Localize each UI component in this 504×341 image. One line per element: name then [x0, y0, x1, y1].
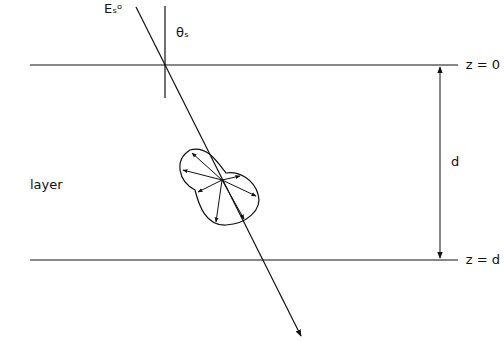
depth-label: z = 0 — [466, 58, 500, 72]
layer-name: layer — [30, 178, 63, 192]
wave-symbol: Eₛᵒ — [104, 2, 122, 16]
normal-line — [164, 6, 165, 98]
angle-symbol: θₛ — [176, 26, 189, 40]
depth-label: z = d — [466, 253, 500, 267]
boundary-line — [30, 259, 458, 260]
scattered-rays — [183, 153, 256, 222]
boundary-line — [30, 64, 458, 65]
scattering-pattern — [180, 149, 259, 225]
thickness-symbol: d — [451, 155, 459, 169]
ray-line — [136, 7, 301, 336]
thickness-arrow — [440, 67, 441, 258]
